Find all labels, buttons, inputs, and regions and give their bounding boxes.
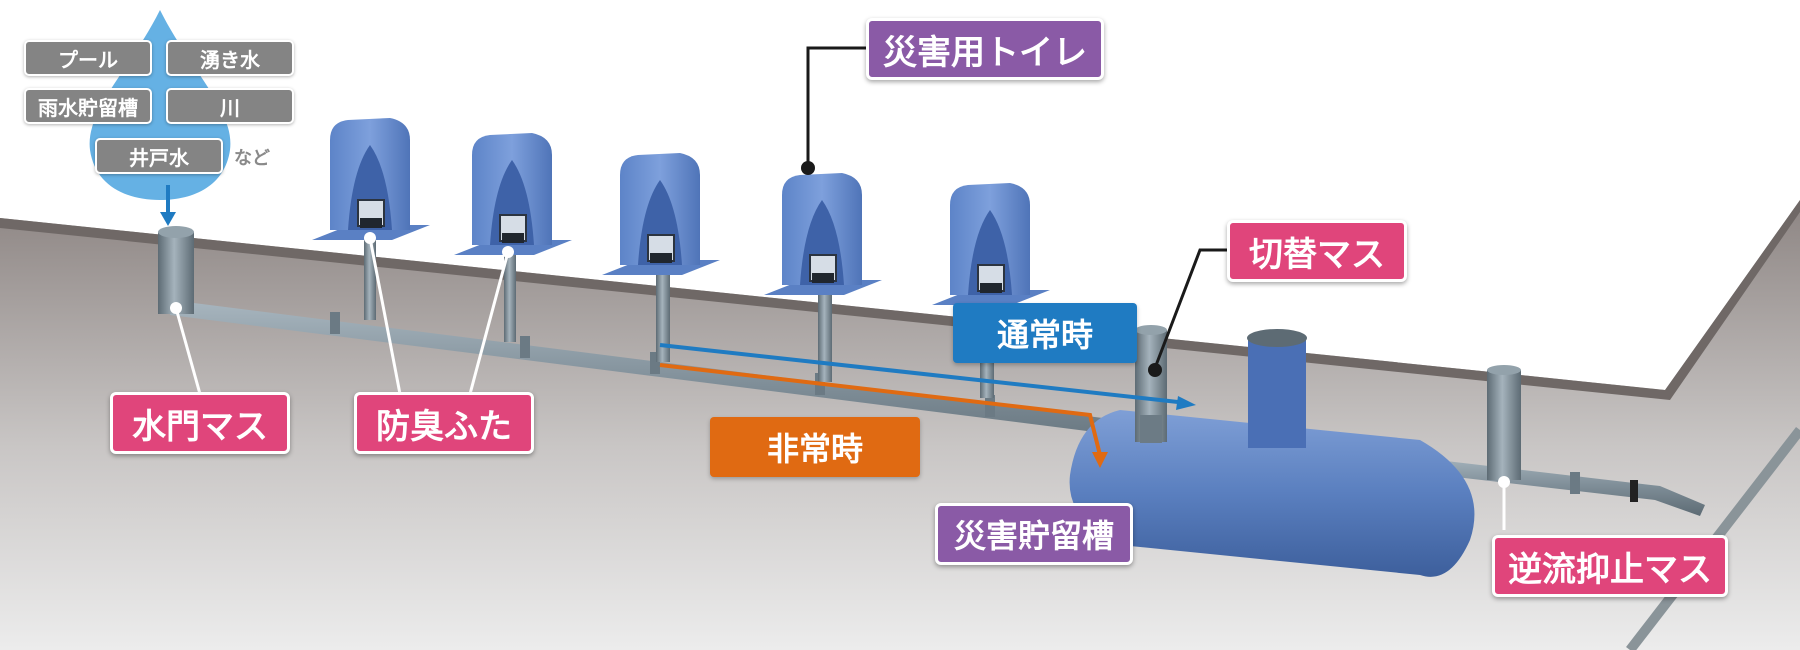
emergency-time-label: 非常時: [710, 417, 920, 477]
disaster-toilet-label: 災害用トイレ: [866, 18, 1104, 80]
deodorizing-lid-label: 防臭ふた: [354, 392, 534, 454]
disaster-storage-tank: [1069, 329, 1475, 577]
switch-basin-label: 切替マス: [1227, 220, 1407, 282]
source-rainwater-tank-tag: 雨水貯留槽: [24, 88, 152, 124]
normal-time-label: 通常時: [953, 303, 1137, 363]
emergency-flow-arrow: [659, 363, 1102, 456]
disaster-storage-tank-label: 災害貯留槽: [935, 503, 1133, 565]
backflow-prevention-basin-label: 逆流抑止マス: [1492, 535, 1728, 597]
source-spring-water-tag: 湧き水: [166, 40, 294, 76]
sources-suffix: など: [234, 148, 270, 169]
source-pool-tag: プール: [24, 40, 152, 76]
source-river-tag: 川: [166, 88, 294, 124]
sluice-basin-label: 水門マス: [110, 392, 290, 454]
source-well-water-tag: 井戸水: [95, 138, 223, 174]
normal-flow-arrow: [659, 343, 1179, 404]
